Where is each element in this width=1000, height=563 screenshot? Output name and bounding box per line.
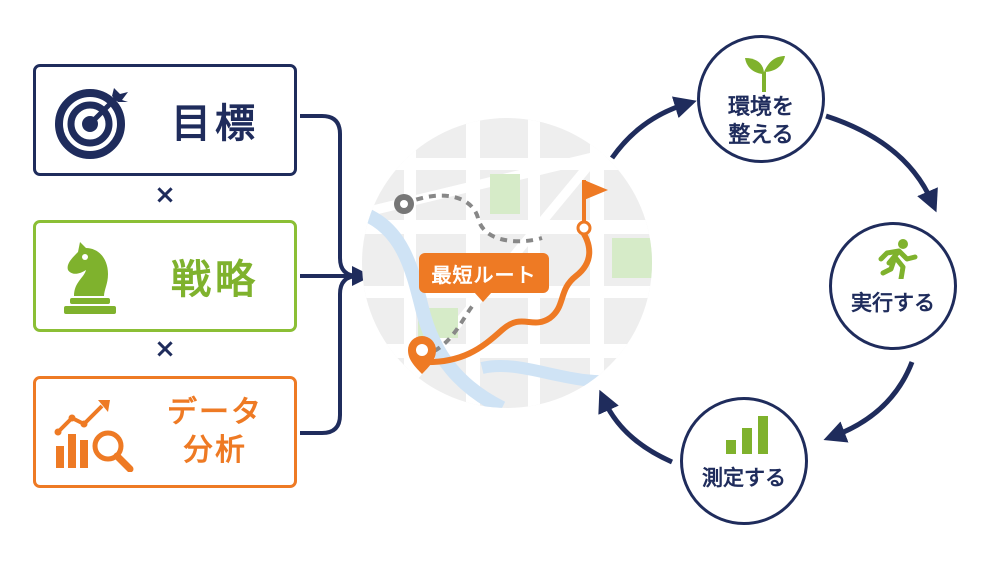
flag-icon xyxy=(576,180,608,236)
data-analysis-label-line1: データ xyxy=(167,395,263,430)
cycle-measure-label: 測定する xyxy=(702,466,786,490)
map-pin-icon xyxy=(408,336,436,374)
cycle-environment: 環境を 整える xyxy=(697,35,825,163)
sprout-icon xyxy=(745,56,785,92)
strategy-box: 戦略 xyxy=(33,220,297,332)
bar-chart-icon xyxy=(726,416,768,454)
cycle-execute: 実行する xyxy=(829,222,957,350)
multiply-sign: × xyxy=(154,180,176,210)
cycle-measure: 測定する xyxy=(680,397,808,525)
cycle-execute-label: 実行する xyxy=(851,291,935,315)
strategy-label: 戦略 xyxy=(171,257,259,303)
target-icon xyxy=(55,88,128,159)
chart-magnifier-icon xyxy=(54,400,134,472)
goal-label: 目標 xyxy=(171,101,259,147)
running-person-icon xyxy=(878,239,918,279)
data-analysis-label: データ 分析 xyxy=(146,379,284,485)
shortest-route-badge: 最短ルート xyxy=(419,253,549,302)
data-analysis-label-line2: 分析 xyxy=(183,433,247,468)
multiply-sign: × xyxy=(154,334,176,364)
map-pin-icon xyxy=(394,194,414,214)
cycle-environment-line2: 整える xyxy=(728,123,794,148)
data-analysis-box: データ 分析 xyxy=(33,376,297,488)
goal-box: 目標 xyxy=(33,64,297,176)
chess-knight-icon xyxy=(64,242,116,314)
cycle-environment-line1: 環境を xyxy=(727,95,794,120)
